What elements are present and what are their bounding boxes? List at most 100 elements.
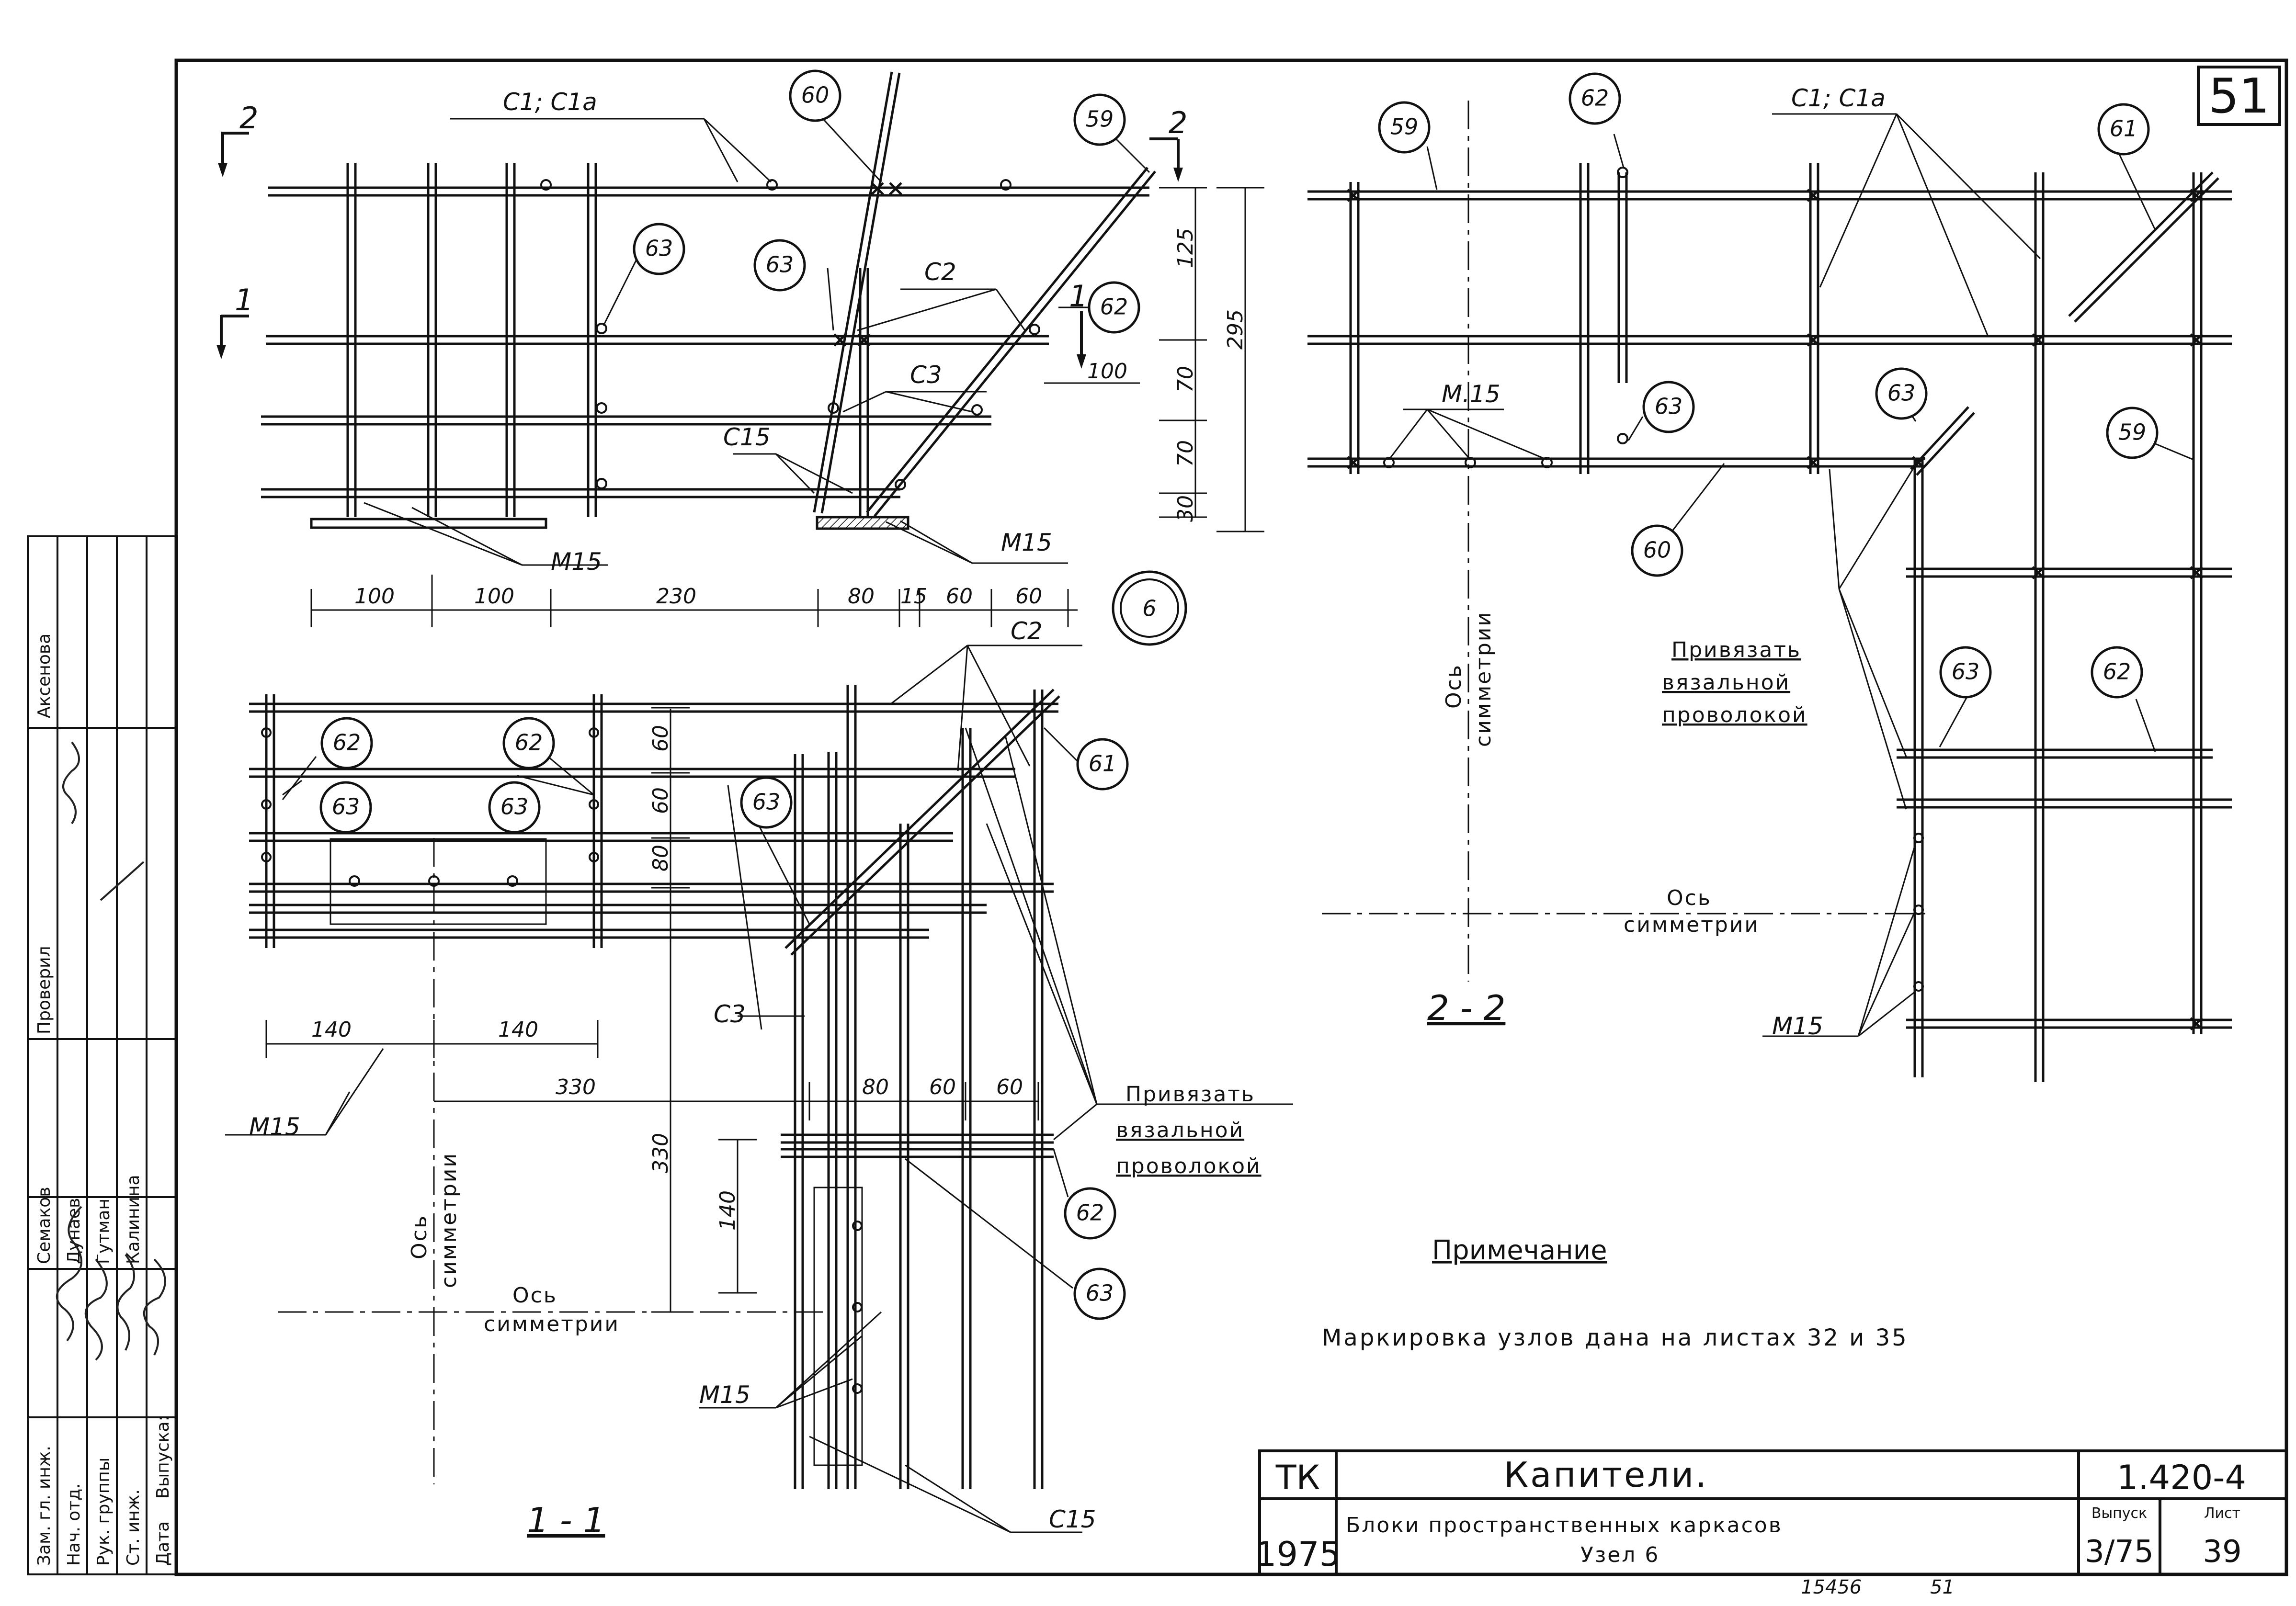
stamp-name: Калинина xyxy=(124,1175,143,1264)
svg-text:61: 61 xyxy=(1089,751,1117,777)
stamp-role: Рук. группы xyxy=(94,1458,114,1566)
bubble-61: 61 xyxy=(1076,738,1129,791)
bubble-63: 63 xyxy=(1875,367,1928,420)
svg-text:59: 59 xyxy=(1390,114,1419,140)
label-c2: С2 xyxy=(924,258,956,286)
stamp-role: Дата xyxy=(153,1521,173,1566)
svg-text:62: 62 xyxy=(2103,659,2131,685)
note-heading: Примечание xyxy=(1432,1235,1607,1266)
stamp-name: Гутман xyxy=(94,1199,114,1264)
bubble-62: 62 xyxy=(1088,281,1140,334)
stamp-role: Ст. инж. xyxy=(124,1489,143,1566)
svg-text:6: 6 xyxy=(1142,596,1156,622)
dim-330: 330 xyxy=(648,1133,673,1173)
bubble-59: 59 xyxy=(2106,407,2159,459)
svg-text:61: 61 xyxy=(2110,116,2138,142)
elevation-arrows xyxy=(216,163,1183,369)
view-section-2-2 xyxy=(1307,101,2232,1082)
bubble-60: 60 xyxy=(789,69,841,122)
svg-text:62: 62 xyxy=(333,730,361,756)
label-axis-word: Ось xyxy=(512,1283,557,1308)
footer-inventory: 15456 xyxy=(1801,1576,1862,1598)
label-c3: С3 xyxy=(910,361,942,389)
dim-100: 100 xyxy=(1087,359,1127,384)
label-m15: М15 xyxy=(1772,1012,1823,1040)
stamp-checked-name: Аксенова xyxy=(34,633,54,718)
label-axis-word-vertical: Ось xyxy=(1442,664,1466,709)
title-subtitle: Блоки пространственных каркасов xyxy=(1346,1513,1783,1538)
label-c15: С15 xyxy=(723,423,771,451)
title-issue-value: 3/75 xyxy=(2085,1534,2154,1570)
section-mark-2: 2 xyxy=(239,101,258,136)
label-c1c1a: С1; С1а xyxy=(1791,84,1886,112)
bubble-59: 59 xyxy=(1073,93,1126,146)
section-title-1-1: 1 - 1 xyxy=(527,1500,605,1540)
section-mark-2: 2 xyxy=(1169,105,1187,140)
label-m15: М15 xyxy=(551,548,602,576)
title-sheet-value: 39 xyxy=(2203,1534,2241,1570)
bubble-63: 63 xyxy=(1642,381,1695,433)
stamp-roles: Зам. гл. инж. Нач. отд. Рук. группы Ст. … xyxy=(34,633,173,1566)
dim-230: 230 xyxy=(656,584,696,609)
dim-140: 140 xyxy=(311,1018,352,1042)
stamp-signatures xyxy=(56,741,166,1361)
svg-text:62: 62 xyxy=(1100,294,1128,320)
svg-text:60: 60 xyxy=(1643,537,1671,563)
title-code: 1.420-4 xyxy=(2117,1458,2246,1497)
dim-80: 80 xyxy=(648,845,673,871)
label-axis-sym: симметрии xyxy=(484,1312,620,1336)
label-c1c1a: С1; С1а xyxy=(503,88,597,116)
dim-70: 70 xyxy=(1173,440,1198,467)
dim-60: 60 xyxy=(648,787,673,814)
label-tie-2: вязальной xyxy=(1116,1118,1244,1142)
dim-80: 80 xyxy=(862,1075,889,1099)
label-tie-3: проволокой xyxy=(1662,703,1807,727)
dim-60: 60 xyxy=(648,725,673,752)
section-mark-1: 1 xyxy=(1069,279,1088,314)
footer-page: 51 xyxy=(1930,1576,1955,1598)
bubble-60: 60 xyxy=(1631,524,1683,577)
section-title-2-2: 2 - 2 xyxy=(1427,988,1505,1028)
bubble-63: 63 xyxy=(319,781,372,834)
stamp-checked-label: Проверил xyxy=(34,946,54,1034)
label-c15: С15 xyxy=(1049,1505,1096,1533)
svg-text:63: 63 xyxy=(1086,1280,1114,1306)
stamp-role: Нач. отд. xyxy=(64,1483,84,1566)
label-axis-sym-vertical: симметрии xyxy=(437,1152,461,1288)
svg-text:59: 59 xyxy=(2118,419,2147,445)
label-m15: М15 xyxy=(249,1113,300,1141)
bubble-62: 62 xyxy=(1569,72,1621,125)
bubble-63: 63 xyxy=(488,781,541,834)
svg-text:63: 63 xyxy=(766,252,794,278)
svg-text:62: 62 xyxy=(515,730,543,756)
label-axis-sym-vertical: симметрии xyxy=(1471,611,1496,747)
title-sheet-label: Лист xyxy=(2204,1505,2240,1522)
note-text: Маркировка узлов дана на листах 32 и 35 xyxy=(1322,1324,1909,1351)
title-org: ТК xyxy=(1275,1458,1320,1497)
dim-330: 330 xyxy=(556,1075,596,1099)
title-year: 1975 xyxy=(1255,1535,1341,1574)
svg-text:62: 62 xyxy=(1076,1200,1104,1226)
bubble-63: 63 xyxy=(633,223,685,275)
label-tie-1: Привязать xyxy=(1125,1082,1255,1107)
title-main: Капители. xyxy=(1504,1455,1708,1495)
bubble-62: 62 xyxy=(502,717,555,769)
label-axis-sym: симметрии xyxy=(1624,913,1760,937)
dim-125: 125 xyxy=(1173,228,1198,268)
svg-text:59: 59 xyxy=(1086,106,1114,132)
bubble-62: 62 xyxy=(320,717,373,769)
dim-140: 140 xyxy=(716,1190,740,1231)
label-axis-word: Ось xyxy=(1667,886,1712,910)
dim-60: 60 xyxy=(946,584,973,609)
left-stamp xyxy=(27,535,178,1575)
svg-text:63: 63 xyxy=(1952,659,1980,685)
stamp-name: Семаков xyxy=(34,1187,54,1265)
dim-100: 100 xyxy=(474,584,514,609)
node-6-bubble: 6 xyxy=(1112,570,1187,646)
title-issue-label: Выпуск xyxy=(2091,1505,2147,1522)
dim-80: 80 xyxy=(848,584,875,609)
label-c2: С2 xyxy=(1011,617,1043,645)
label-c3: С3 xyxy=(714,1000,746,1028)
bubble-63: 63 xyxy=(740,776,793,829)
